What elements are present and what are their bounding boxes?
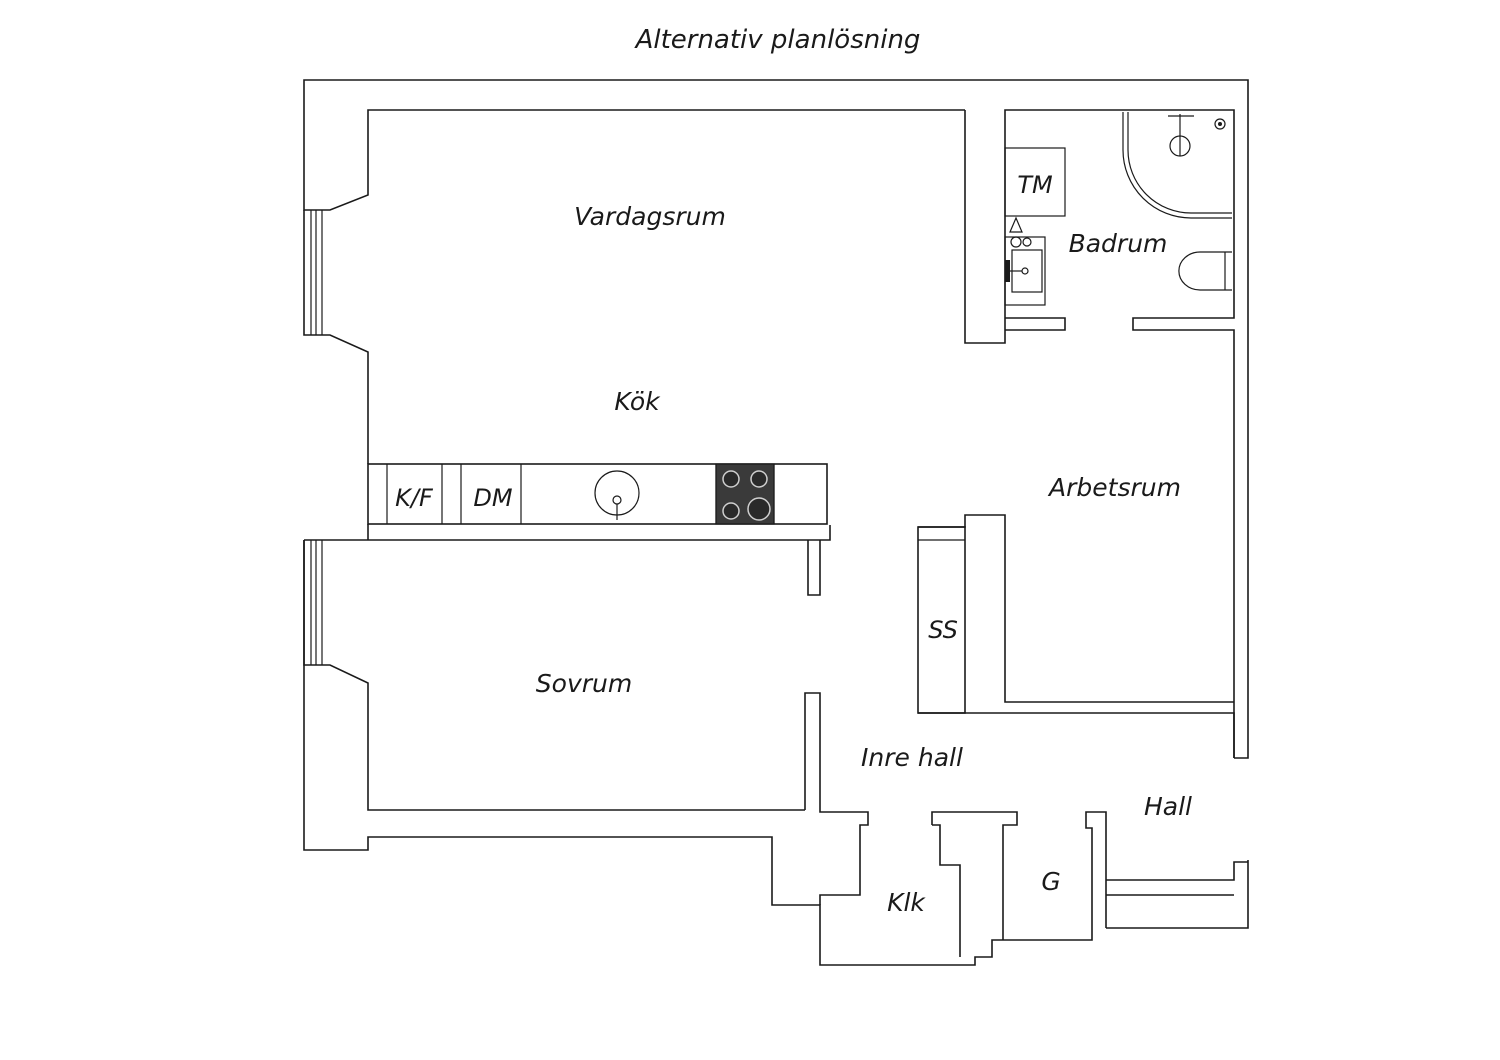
fixture-label-kf: K/F [395,484,434,512]
fixture-label-dm: DM [473,484,512,512]
toilet-icon [1178,251,1232,291]
window-bottom [310,540,323,665]
room-label-kok: Kök [614,387,661,416]
room-label-klk: Klk [887,888,926,917]
washbasin-icon [1004,216,1046,306]
sink-icon [594,470,640,520]
outer-walls [303,79,1249,966]
room-label-badrum: Badrum [1069,229,1168,258]
room-label-g: G [1041,867,1060,896]
room-label-inre-hall: Inre hall [861,743,963,772]
stove-icon [715,463,775,525]
fixture-label-ss: SS [928,616,958,644]
room-label-sovrum: Sovrum [536,669,632,698]
wall-living-bedroom [304,524,831,596]
wall-bedroom-hall [804,692,869,905]
fixture-label-tm: TM [1017,171,1053,199]
study-walls [917,514,1235,758]
shower-icon [1122,112,1232,219]
room-label-arbetsrum: Arbetsrum [1047,473,1181,502]
closet-walls [931,811,1248,957]
plan-title: Alternativ planlösning [634,25,921,55]
bathroom-walls [964,109,1235,758]
window-top [310,210,323,335]
room-label-vardagsrum: Vardagsrum [574,202,726,231]
washing-machine [1004,147,1066,217]
room-label-hall: Hall [1144,792,1192,821]
